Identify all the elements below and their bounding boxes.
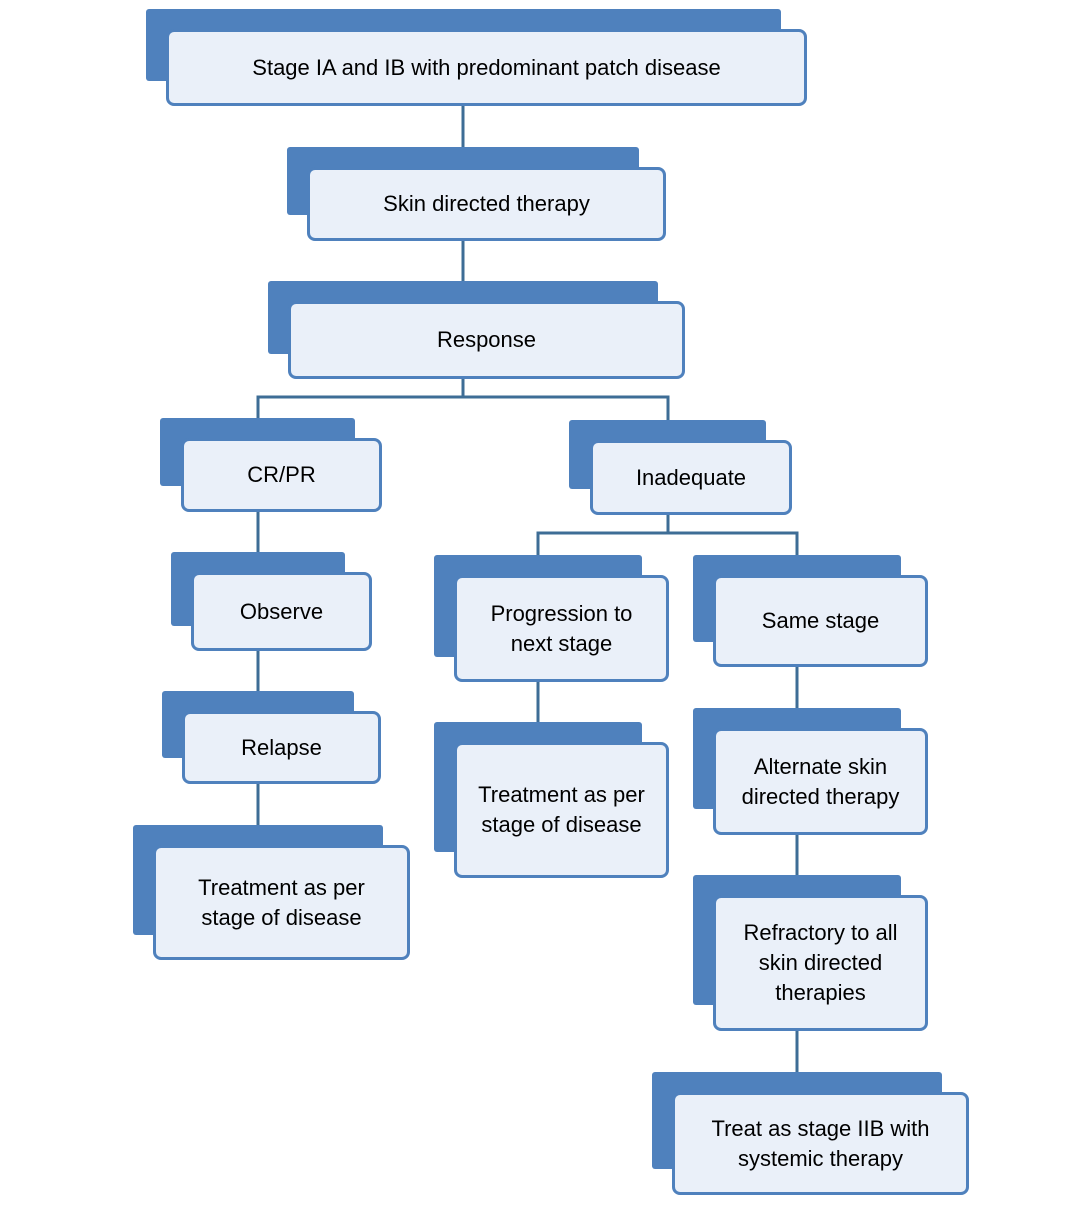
node-stage-ia-ib-label: Stage IA and IB with predominant patch d… <box>166 29 807 106</box>
node-observe-label: Observe <box>191 572 372 651</box>
node-same-stage-label: Same stage <box>713 575 928 667</box>
connector-inadequate-to-same-stage <box>668 531 799 555</box>
connector-response-split <box>256 378 465 418</box>
node-refractory-label: Refractory to all skin directed therapie… <box>713 895 928 1031</box>
connector-response-to-inadequate <box>463 395 670 420</box>
node-relapse-label: Relapse <box>182 711 381 784</box>
node-skin-directed-therapy-label: Skin directed therapy <box>307 167 666 241</box>
node-alternate-label: Alternate skin directed therapy <box>713 728 928 835</box>
node-treatment-left-label: Treatment as per stage of disease <box>153 845 410 960</box>
node-progression-label: Progression to next stage <box>454 575 669 682</box>
node-treatment-middle-label: Treatment as per stage of disease <box>454 742 669 878</box>
node-treat-iib-label: Treat as stage IIB with systemic therapy <box>672 1092 969 1195</box>
connector-inadequate-split <box>536 514 670 555</box>
node-response-label: Response <box>288 301 685 379</box>
node-inadequate-label: Inadequate <box>590 440 792 515</box>
node-cr-pr-label: CR/PR <box>181 438 382 512</box>
